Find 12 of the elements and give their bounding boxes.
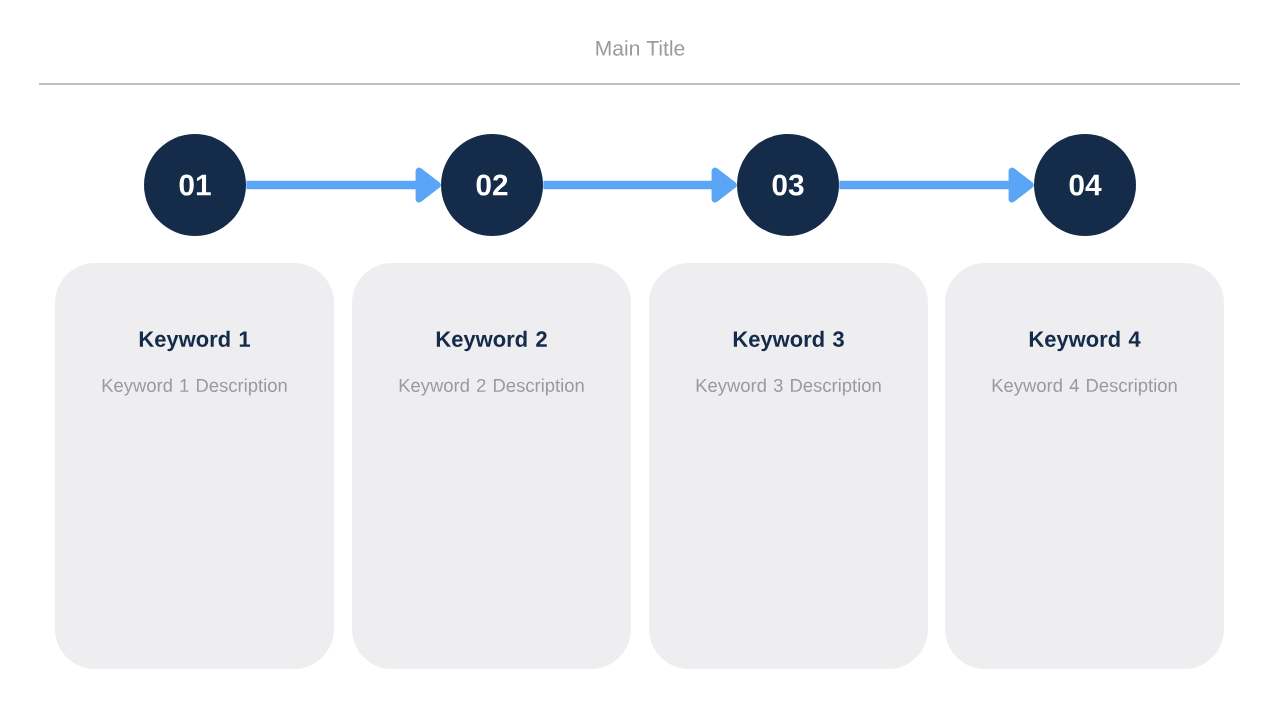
keyword-heading: Keyword 3	[733, 330, 844, 352]
description-text: Keyword 2 Description	[399, 378, 584, 396]
description-text: Keyword 3 Description	[696, 378, 881, 396]
arrow	[543, 167, 737, 203]
description-text: Keyword 4 Description	[992, 378, 1177, 396]
title: Main Title	[596, 40, 685, 56]
keyword-heading: Keyword 1	[139, 330, 250, 352]
keyword-heading: Keyword 4	[1029, 330, 1141, 352]
keyword-heading: Keyword 2	[436, 330, 547, 352]
arrow	[246, 167, 441, 203]
arrow	[839, 167, 1034, 203]
description-text: Keyword 1 Description	[102, 378, 287, 396]
